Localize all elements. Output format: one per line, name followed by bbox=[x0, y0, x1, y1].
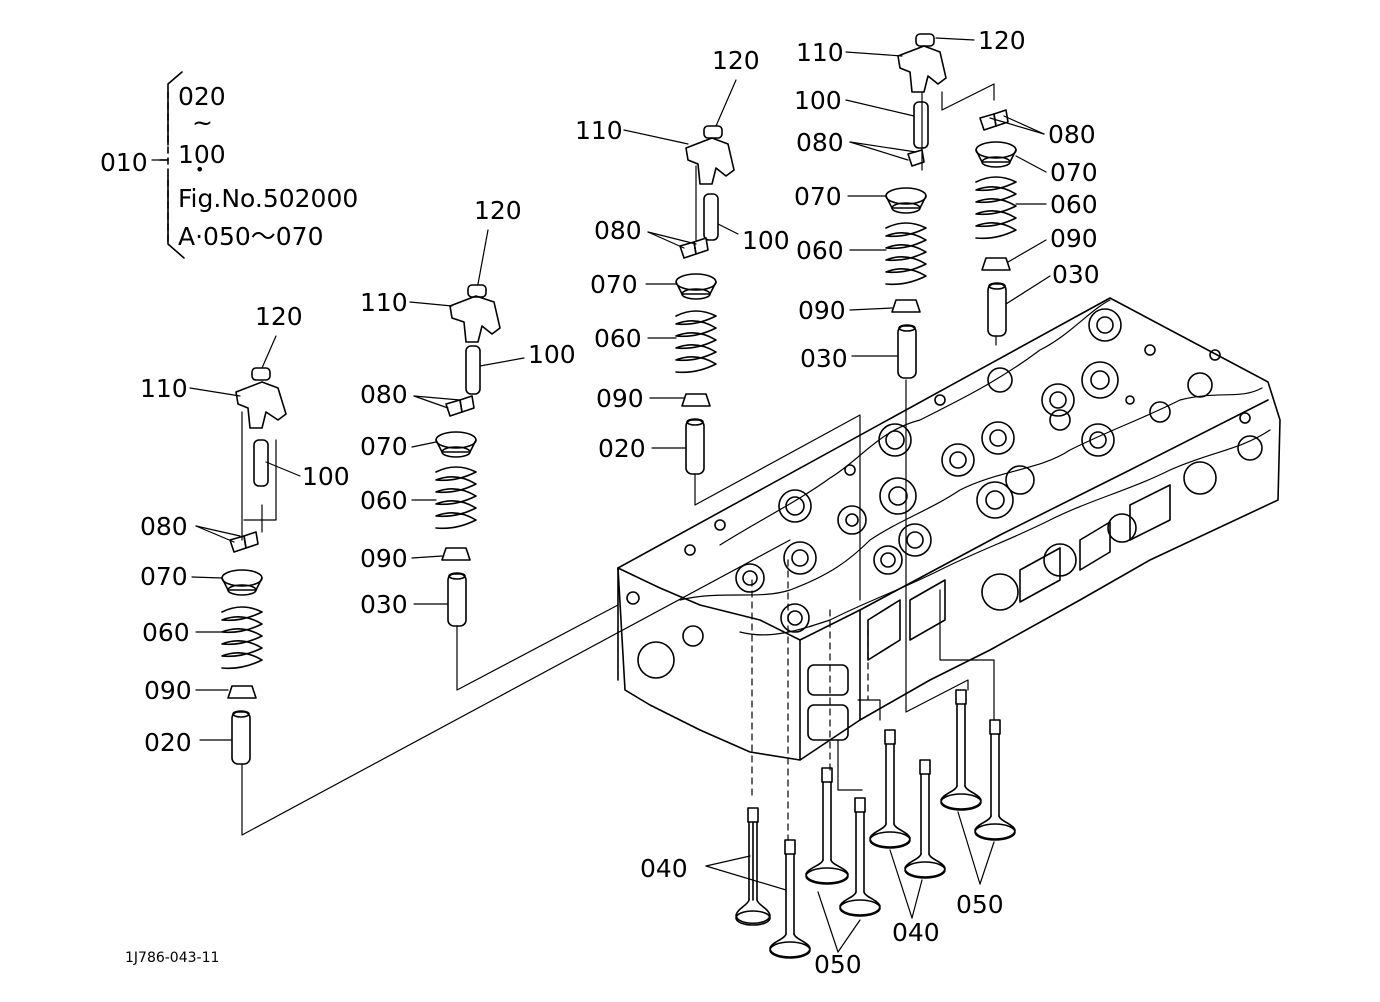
callout-050: 050 bbox=[814, 950, 862, 979]
callout-120: 120 bbox=[474, 196, 522, 225]
callout-120: 120 bbox=[712, 46, 760, 75]
callout-120: 120 bbox=[255, 302, 303, 331]
valve-assembly-4 bbox=[886, 34, 994, 600]
callout-100: 100 bbox=[528, 340, 576, 369]
callout-120: 120 bbox=[978, 26, 1026, 55]
cylinder-head bbox=[618, 298, 1280, 760]
callout-030: 030 bbox=[360, 590, 408, 619]
callout-070: 070 bbox=[140, 562, 188, 591]
callout-010: 010 bbox=[100, 148, 148, 177]
callout-080: 080 bbox=[796, 128, 844, 157]
callout-090: 090 bbox=[1050, 224, 1098, 253]
callout-100: 100 bbox=[742, 226, 790, 255]
drawing-code: 1J786-043-11 bbox=[125, 950, 220, 966]
callout-080: 080 bbox=[140, 512, 188, 541]
callout-leaders bbox=[152, 38, 1050, 952]
callout-070: 070 bbox=[360, 432, 408, 461]
callout-090: 090 bbox=[144, 676, 192, 705]
callout-110: 110 bbox=[796, 38, 844, 67]
callout-060: 060 bbox=[594, 324, 642, 353]
callout-110: 110 bbox=[575, 116, 623, 145]
note-line-020: 020 bbox=[178, 82, 226, 111]
valve-assembly-1 bbox=[222, 368, 286, 764]
callout-080: 080 bbox=[360, 380, 408, 409]
callout-060: 060 bbox=[796, 236, 844, 265]
valve-assembly-5 bbox=[976, 110, 1016, 345]
valve-assembly-2 bbox=[436, 285, 618, 690]
callout-040: 040 bbox=[640, 854, 688, 883]
callout-030: 030 bbox=[800, 344, 848, 373]
note-range: A·050～070 bbox=[178, 222, 324, 251]
valve-centerlines bbox=[752, 560, 868, 840]
callout-080: 080 bbox=[1048, 120, 1096, 149]
callout-100: 100 bbox=[302, 462, 350, 491]
note-line-100: 100 bbox=[178, 140, 226, 169]
leader-line-assembly-1 bbox=[242, 540, 790, 835]
callout-090: 090 bbox=[360, 544, 408, 573]
callout-070: 070 bbox=[1050, 158, 1098, 187]
valves bbox=[736, 690, 1015, 958]
callout-110: 110 bbox=[140, 374, 188, 403]
callout-070: 070 bbox=[794, 182, 842, 211]
callout-040: 040 bbox=[892, 918, 940, 947]
note-tilde: ~ bbox=[192, 108, 213, 137]
valve-assembly-3 bbox=[676, 126, 860, 600]
callout-070: 070 bbox=[590, 270, 638, 299]
callout-050: 050 bbox=[956, 890, 1004, 919]
note-fig-ref: Fig.No.502000 bbox=[178, 184, 359, 213]
callout-060: 060 bbox=[1050, 190, 1098, 219]
callout-110: 110 bbox=[360, 288, 408, 317]
callout-080: 080 bbox=[594, 216, 642, 245]
callout-030: 030 bbox=[1052, 260, 1100, 289]
callout-020: 020 bbox=[144, 728, 192, 757]
note-dot: • bbox=[195, 160, 205, 179]
valve-leader-lines bbox=[838, 590, 994, 790]
callout-020: 020 bbox=[598, 434, 646, 463]
callout-090: 090 bbox=[798, 296, 846, 325]
callout-090: 090 bbox=[596, 384, 644, 413]
callout-060: 060 bbox=[142, 618, 190, 647]
callout-100: 100 bbox=[794, 86, 842, 115]
callout-060: 060 bbox=[360, 486, 408, 515]
